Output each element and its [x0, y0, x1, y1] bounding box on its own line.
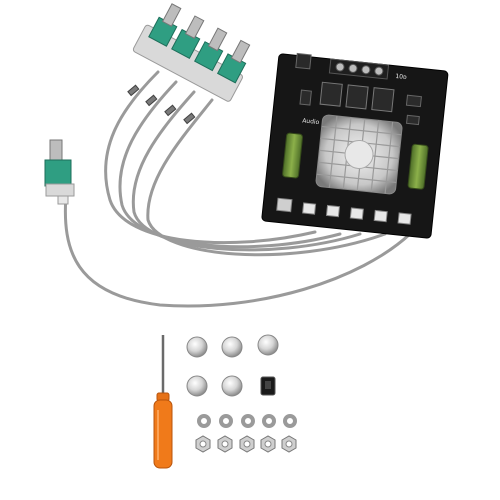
board-connectors	[276, 197, 412, 225]
single-potentiometer	[44, 139, 75, 205]
ribbon-cables	[63, 70, 412, 308]
washer	[283, 414, 297, 428]
heatsink	[315, 114, 403, 195]
washer	[197, 414, 211, 428]
knob	[221, 336, 243, 358]
washer	[241, 414, 255, 428]
potentiometer	[171, 15, 205, 60]
screwdriver	[153, 335, 173, 469]
power-jack	[295, 52, 312, 70]
cable-ties	[127, 84, 196, 125]
board-silk-label: 10ᴅ	[395, 73, 407, 81]
small-switch	[260, 376, 276, 396]
relays	[319, 81, 395, 113]
capacitor	[282, 132, 304, 179]
knob	[257, 334, 279, 356]
knob	[186, 336, 208, 358]
potentiometer	[194, 27, 228, 72]
capacitor	[407, 143, 429, 190]
knob	[186, 375, 208, 397]
knob	[221, 375, 243, 397]
potentiometer-block	[132, 3, 251, 102]
screw-terminal	[328, 58, 390, 80]
washers	[197, 414, 297, 428]
washer	[219, 414, 233, 428]
knobs	[186, 334, 279, 397]
ic-chips	[299, 89, 422, 126]
potentiometer	[216, 39, 251, 84]
potentiometer	[148, 3, 182, 47]
amplifier-board: 10ᴅ Audio	[261, 52, 449, 239]
board-silk-side: Audio	[302, 117, 320, 126]
washer	[262, 414, 276, 428]
